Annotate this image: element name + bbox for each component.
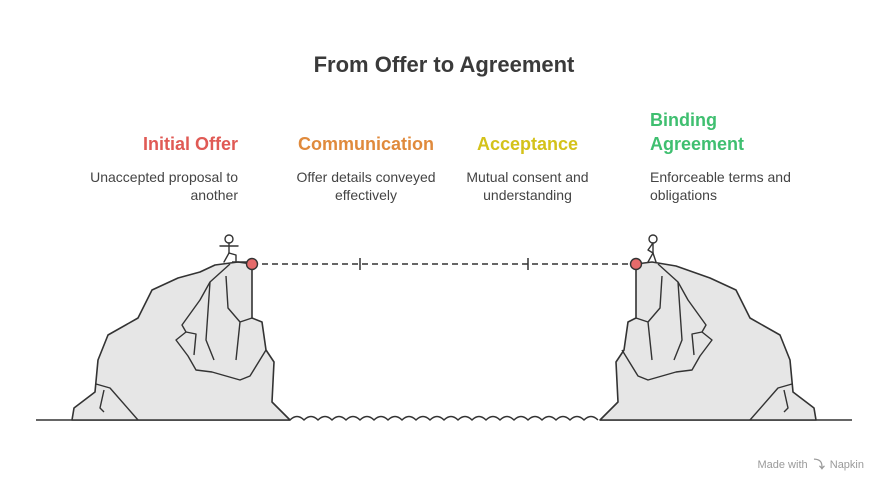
left-cliff xyxy=(71,261,291,421)
step-initial-offer-description: Unaccepted proposal to another xyxy=(90,169,238,203)
water-waves xyxy=(289,415,599,421)
right-anchor-point xyxy=(629,257,643,271)
person-left-icon xyxy=(219,234,239,263)
napkin-logo-icon: ⤵ xyxy=(813,459,825,471)
right-cliff xyxy=(599,261,817,421)
credit-brand: Napkin xyxy=(829,459,864,471)
left-anchor-point xyxy=(245,257,259,271)
step-binding-agreement-title: Binding Agreement xyxy=(650,110,745,154)
diagram-title: From Offer to Agreement xyxy=(313,52,575,77)
step-communication-description: Offer details conveyed effectively xyxy=(296,169,436,203)
step-acceptance-title: Acceptance xyxy=(476,134,579,154)
credit-prefix: Made with xyxy=(757,459,808,471)
step-initial-offer-title: Initial Offer xyxy=(142,134,238,154)
step-acceptance-description: Mutual consent and understanding xyxy=(466,169,589,203)
step-binding-agreement-description: Enforceable terms and obligations xyxy=(650,169,791,203)
person-right-icon xyxy=(647,234,658,263)
made-with-credit: Made with ⤵ Napkin xyxy=(757,456,864,472)
step-communication-title: Communication xyxy=(297,134,434,154)
